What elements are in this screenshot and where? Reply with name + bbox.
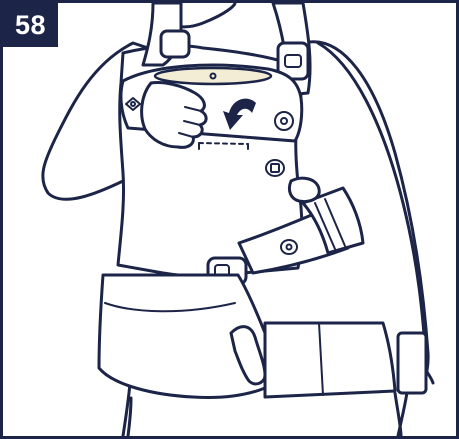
baby-foot — [289, 178, 319, 201]
carrier-illustration — [3, 3, 456, 436]
step-number-badge: 58 — [3, 3, 58, 47]
strap-buckle-left[interactable] — [161, 31, 189, 57]
wearer-lower-body — [128, 393, 401, 436]
headrest-fold-lining — [155, 68, 271, 84]
fold-line — [199, 143, 248, 144]
side-pocket — [398, 333, 426, 393]
hip-belt — [265, 323, 395, 397]
wearer-hand — [142, 82, 207, 147]
